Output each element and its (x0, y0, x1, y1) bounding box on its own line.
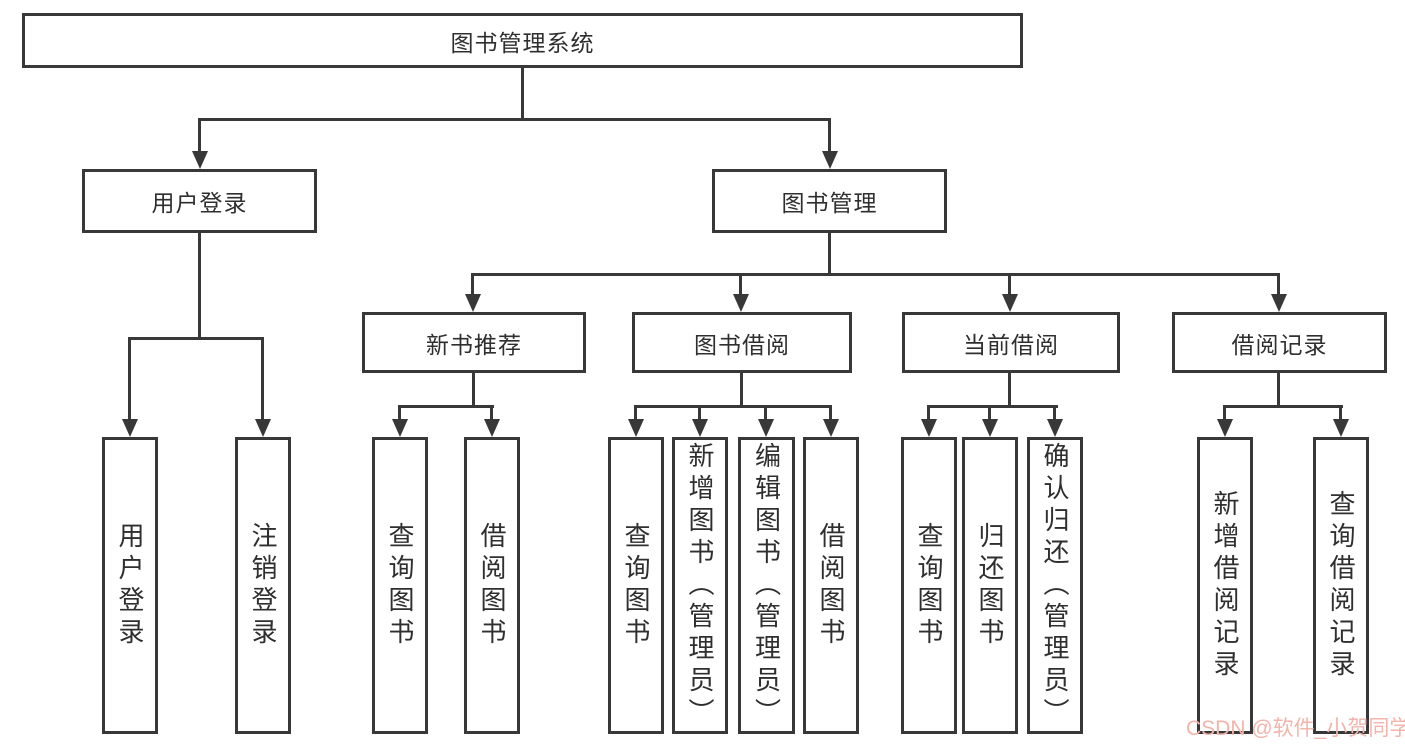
arrowhead-icon (628, 419, 644, 437)
node-book-management-label: 图书管理 (781, 190, 878, 216)
leaf-edit-book-admin: 编辑图书（管理员） (738, 437, 795, 734)
connector-drop (1339, 405, 1342, 421)
arrowhead-icon (982, 419, 998, 437)
leaf-query-books-recommend: 查询图书 (372, 437, 428, 734)
connector-rail (472, 273, 1280, 276)
leaf-confirm-return-admin-label: 确认归还（管理员） (1040, 441, 1070, 730)
connector-drop (398, 405, 401, 421)
connector-drop (490, 405, 493, 421)
leaf-add-book-admin-label: 新增图书（管理员） (685, 441, 715, 730)
connector-rail (634, 405, 832, 408)
connector-drop (634, 405, 637, 421)
node-root-label: 图书管理系统 (450, 29, 595, 56)
node-borrow-records-label: 借阅记录 (1231, 331, 1328, 358)
arrowhead-icon (192, 151, 208, 169)
connector-drop (1277, 273, 1280, 295)
leaf-query-borrow-record: 查询借阅记录 (1313, 437, 1369, 734)
arrowhead-icon (392, 419, 408, 437)
arrowhead-icon (692, 419, 708, 437)
arrowhead-icon (823, 419, 839, 437)
connector-rail (928, 405, 1058, 408)
node-new-book-recommend-label: 新书推荐 (426, 331, 522, 358)
connector-stem (1277, 373, 1280, 408)
leaf-borrow-books-recommend-label: 借阅图书 (477, 521, 507, 650)
node-book-management: 图书管理 (712, 169, 947, 233)
leaf-borrow-books-borrow: 借阅图书 (803, 437, 859, 734)
leaf-query-books-recommend-label: 查询图书 (385, 521, 415, 650)
connector-drop (988, 405, 991, 421)
connector-drop (471, 273, 474, 295)
arrowhead-icon (1002, 294, 1018, 312)
connector-stem (198, 233, 201, 340)
arrowhead-icon (465, 294, 481, 312)
leaf-user-login-label: 用户登录 (115, 521, 145, 650)
connector-stem (472, 373, 475, 408)
node-user-login: 用户登录 (82, 169, 317, 233)
leaf-user-login: 用户登录 (102, 437, 158, 734)
connector-stem (828, 233, 831, 276)
leaf-borrow-books-borrow-label: 借阅图书 (816, 521, 846, 650)
leaf-logout: 注销登录 (235, 437, 291, 734)
connector-drop (1008, 273, 1011, 295)
arrowhead-icon (822, 151, 838, 169)
leaf-logout-label: 注销登录 (248, 521, 278, 650)
node-user-login-label: 用户登录 (151, 190, 248, 216)
leaf-return-book-label: 归还图书 (975, 521, 1005, 650)
connector-drop (829, 405, 832, 421)
connector-rail (128, 337, 264, 340)
leaf-return-book: 归还图书 (962, 437, 1018, 734)
connector-drop (927, 405, 930, 421)
leaf-query-books-borrow: 查询图书 (608, 437, 664, 734)
connector-drop (828, 118, 831, 154)
connector-drop (128, 337, 131, 419)
arrowhead-icon (1047, 419, 1063, 437)
arrowhead-icon (921, 419, 937, 437)
connector-drop (698, 405, 701, 421)
node-new-book-recommend: 新书推荐 (362, 312, 586, 373)
arrowhead-icon (484, 419, 500, 437)
connector-drop (1053, 405, 1056, 421)
connector-drop (764, 405, 767, 421)
leaf-query-borrow-record-label: 查询借阅记录 (1326, 489, 1356, 682)
connector-rail (398, 405, 494, 408)
connector-drop (261, 337, 264, 419)
node-book-borrow: 图书借阅 (632, 312, 852, 373)
node-root: 图书管理系统 (22, 13, 1023, 68)
watermark: CSDN @软件_小贺同学 (1186, 717, 1405, 740)
leaf-query-books-borrow-label: 查询图书 (621, 521, 651, 650)
connector-stem (1008, 373, 1011, 408)
node-current-borrow-label: 当前借阅 (963, 331, 1059, 358)
node-current-borrow: 当前借阅 (902, 312, 1120, 373)
node-borrow-records: 借阅记录 (1172, 312, 1387, 373)
leaf-borrow-books-recommend: 借阅图书 (464, 437, 520, 734)
leaf-add-book-admin: 新增图书（管理员） (672, 437, 728, 734)
connector-drop (198, 118, 201, 154)
connector-stem (521, 68, 524, 121)
arrowhead-icon (1217, 419, 1233, 437)
connector-drop (1223, 405, 1226, 421)
node-book-borrow-label: 图书借阅 (694, 331, 790, 358)
arrowhead-icon (122, 419, 138, 437)
leaf-query-books-current: 查询图书 (901, 437, 957, 734)
leaf-edit-book-admin-label: 编辑图书（管理员） (751, 441, 782, 730)
connector-rail (198, 118, 831, 121)
arrowhead-icon (1271, 294, 1287, 312)
leaf-add-borrow-record-label: 新增借阅记录 (1210, 489, 1240, 682)
leaf-confirm-return-admin: 确认归还（管理员） (1027, 437, 1083, 734)
arrowhead-icon (733, 294, 749, 312)
connector-rail (1223, 405, 1343, 408)
arrowhead-icon (1333, 419, 1349, 437)
leaf-query-books-current-label: 查询图书 (914, 521, 944, 650)
connector-drop (739, 273, 742, 295)
connector-stem (740, 373, 743, 408)
arrowhead-icon (758, 419, 774, 437)
leaf-add-borrow-record: 新增借阅记录 (1197, 437, 1253, 734)
arrowhead-icon (255, 419, 271, 437)
